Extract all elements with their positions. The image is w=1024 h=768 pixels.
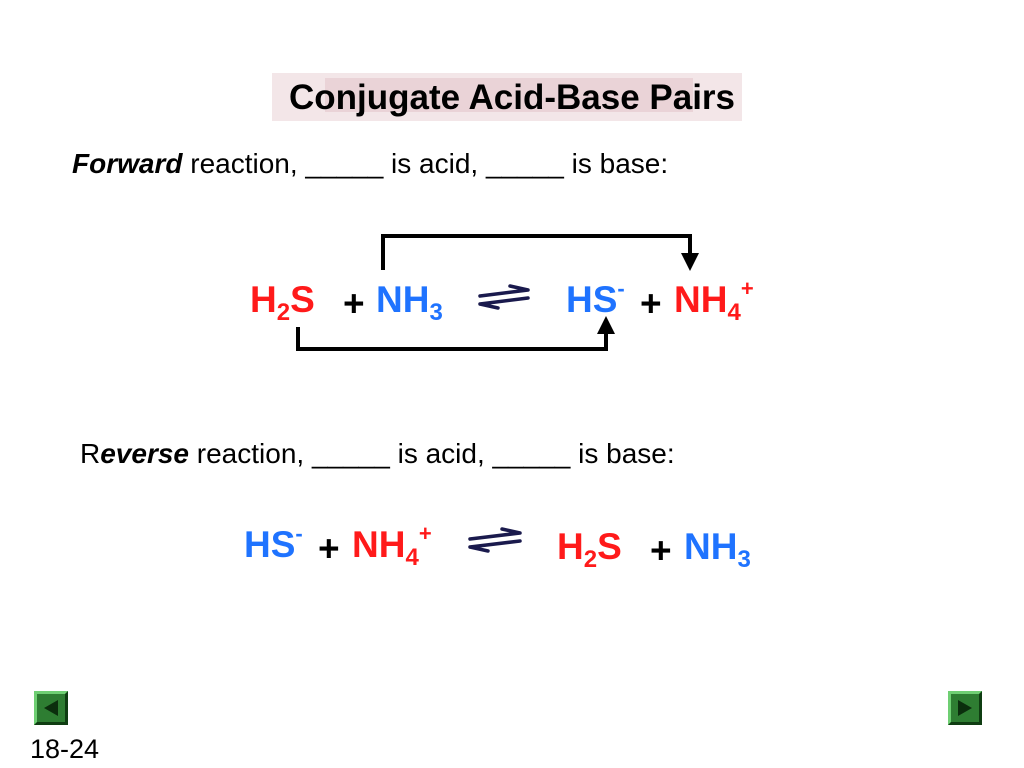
triangle-right-icon [958,700,972,716]
eq1-plus-2: + [640,283,662,324]
eq1-nh4: NH4+ [674,276,754,326]
equilibrium-arrow-icon [478,284,530,310]
forward-text: reaction, _____ is acid, _____ is base: [182,148,669,179]
reverse-text: reaction, _____ is acid, _____ is base: [189,438,675,469]
eq2-h2s: H2S [557,526,622,573]
eq2-nh4: NH4+ [352,521,432,571]
base-pair-bracket [381,234,692,270]
slide-title: Conjugate Acid-Base Pairs [288,78,736,117]
eq2-nh3: NH3 [684,526,751,573]
reverse-label: everse [100,438,189,469]
reverse-prompt: Reverse reaction, _____ is acid, _____ i… [80,438,675,470]
eq2-hs: HS- [244,521,303,565]
equilibrium-arrow-icon-2 [468,527,522,553]
eq2-plus-1: + [318,528,340,569]
arrow-up-icon [597,316,615,334]
triangle-left-icon [44,700,58,716]
slide-number: 18-24 [30,734,100,764]
eq1-h2s: H2S [250,279,315,326]
reverse-initial: R [80,438,101,469]
eq1-hs: HS- [566,276,625,320]
eq1-plus-1: + [343,283,365,324]
eq2-plus-2: + [650,530,672,571]
forward-label: Forward [72,148,183,179]
arrow-down-icon [681,253,699,271]
eq1-nh3: NH3 [376,279,443,326]
prev-slide-button[interactable] [34,691,68,725]
next-slide-button[interactable] [948,691,982,725]
title-highlight-inner [325,78,693,112]
forward-prompt: Forward reaction, _____ is acid, _____ i… [72,148,668,180]
acid-pair-bracket [296,327,608,351]
